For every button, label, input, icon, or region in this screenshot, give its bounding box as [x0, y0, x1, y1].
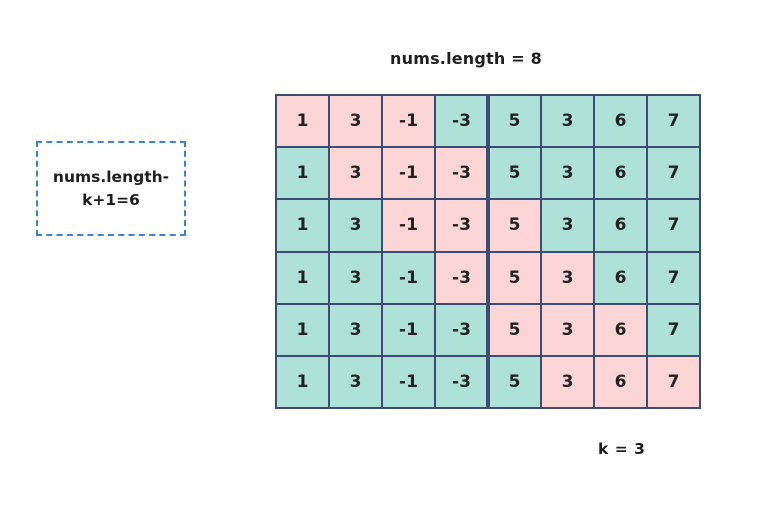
grid-cell: 1	[277, 252, 328, 303]
grid-cell: 3	[330, 96, 381, 147]
grid-cell: 3	[330, 200, 381, 251]
grid-cell: 7	[648, 96, 699, 147]
grid-cell: 7	[648, 304, 699, 355]
grid-cell: 6	[595, 148, 646, 199]
grid-cell: 5	[489, 356, 540, 407]
grid-cell: 5	[489, 200, 540, 251]
grid-cell: 1	[277, 96, 328, 147]
grid-cell: 5	[489, 304, 540, 355]
grid-cell: 3	[542, 148, 593, 199]
grid-cell: -1	[383, 200, 434, 251]
grid-cell: 5	[489, 148, 540, 199]
grid-cell: 7	[648, 148, 699, 199]
grid-cell: -1	[383, 96, 434, 147]
grid-cell: -1	[383, 148, 434, 199]
grid-cell: 7	[648, 200, 699, 251]
grid-cell: 6	[595, 200, 646, 251]
grid-cell: -3	[436, 96, 487, 147]
k-value-label: k = 3	[598, 440, 646, 458]
grid-cell: -3	[436, 148, 487, 199]
grid-cell: 3	[542, 96, 593, 147]
grid-cell: 3	[542, 304, 593, 355]
grid-cell: -3	[436, 252, 487, 303]
grid-cell: -3	[436, 200, 487, 251]
grid-cell: 3	[542, 252, 593, 303]
grid-cell: 6	[595, 304, 646, 355]
grid-cell: 1	[277, 200, 328, 251]
array-length-title: nums.length = 8	[390, 49, 542, 68]
grid-cell: 1	[277, 356, 328, 407]
grid-cell: 6	[595, 96, 646, 147]
annotation-line-2: k+1=6	[82, 190, 140, 209]
grid-cell: 3	[330, 304, 381, 355]
grid-cell: 3	[542, 200, 593, 251]
grid-cell: 3	[330, 356, 381, 407]
grid-cell: -1	[383, 304, 434, 355]
grid-cell: 7	[648, 252, 699, 303]
grid-cell: -3	[436, 304, 487, 355]
annotation-line-1: nums.length-	[52, 167, 170, 186]
grid-cell: 5	[489, 96, 540, 147]
grid-cell: -1	[383, 252, 434, 303]
grid-cell: 1	[277, 304, 328, 355]
grid-cell: 1	[277, 148, 328, 199]
grid-cell: 6	[595, 252, 646, 303]
grid-cell: 6	[595, 356, 646, 407]
grid-cell: 5	[489, 252, 540, 303]
grid-cell: -3	[436, 356, 487, 407]
window-count-annotation-box: nums.length- k+1=6	[36, 141, 186, 236]
grid-cell: 3	[330, 148, 381, 199]
grid-cell: 3	[330, 252, 381, 303]
grid-cell: 7	[648, 356, 699, 407]
grid-cell: -1	[383, 356, 434, 407]
grid-cell: 3	[542, 356, 593, 407]
